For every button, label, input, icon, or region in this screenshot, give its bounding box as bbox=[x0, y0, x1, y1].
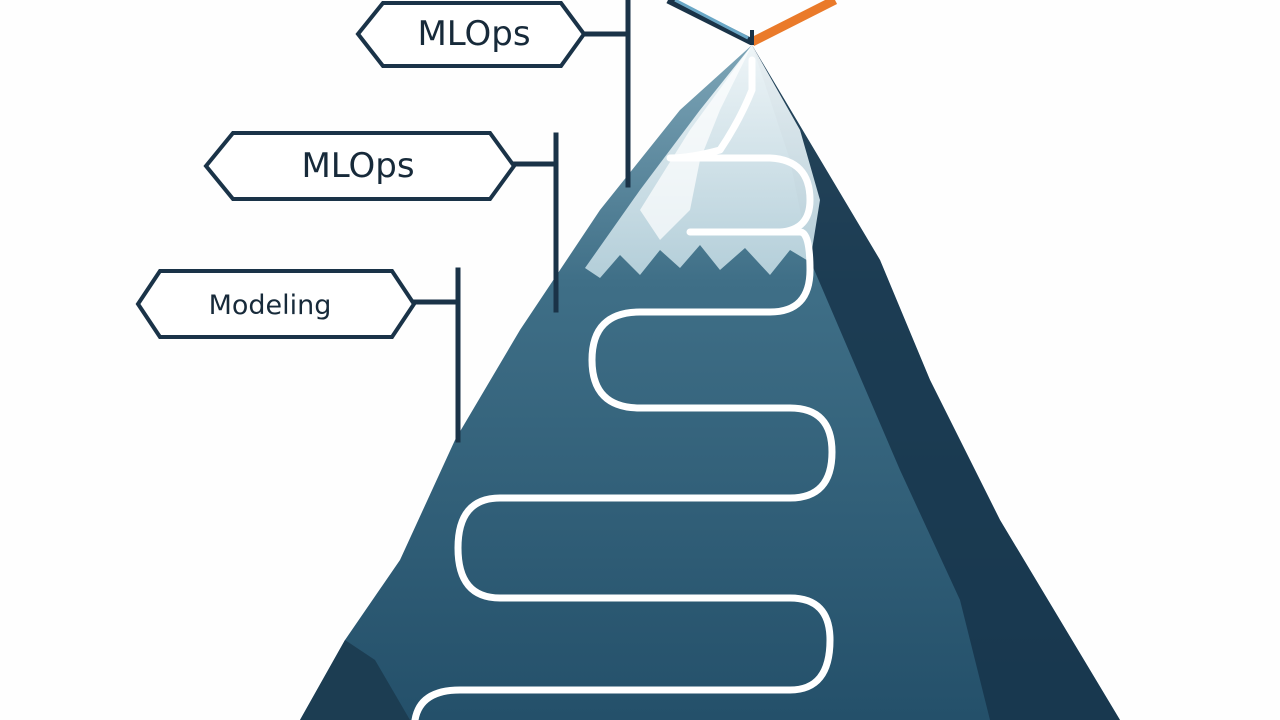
winding-path-icon bbox=[411, 56, 836, 720]
label-text-2: MLOps bbox=[301, 146, 414, 186]
label-box-mlops-middle: MLOps bbox=[203, 131, 517, 201]
mountain-foothill bbox=[300, 640, 410, 720]
label-text-1: MLOps bbox=[417, 14, 530, 54]
connector-3 bbox=[411, 267, 461, 443]
summit-flag-icon bbox=[666, 0, 838, 47]
label-box-modeling: Modeling bbox=[135, 269, 417, 339]
connectors bbox=[411, 0, 631, 443]
label-box-mlops-top: MLOps bbox=[355, 1, 587, 68]
snow-highlight bbox=[640, 45, 752, 240]
connector-2 bbox=[511, 132, 559, 313]
connector-1 bbox=[581, 0, 631, 188]
label-text-3: Modeling bbox=[209, 290, 332, 321]
mountain-shadow-face bbox=[752, 45, 1120, 720]
mountain-body bbox=[300, 45, 1120, 720]
